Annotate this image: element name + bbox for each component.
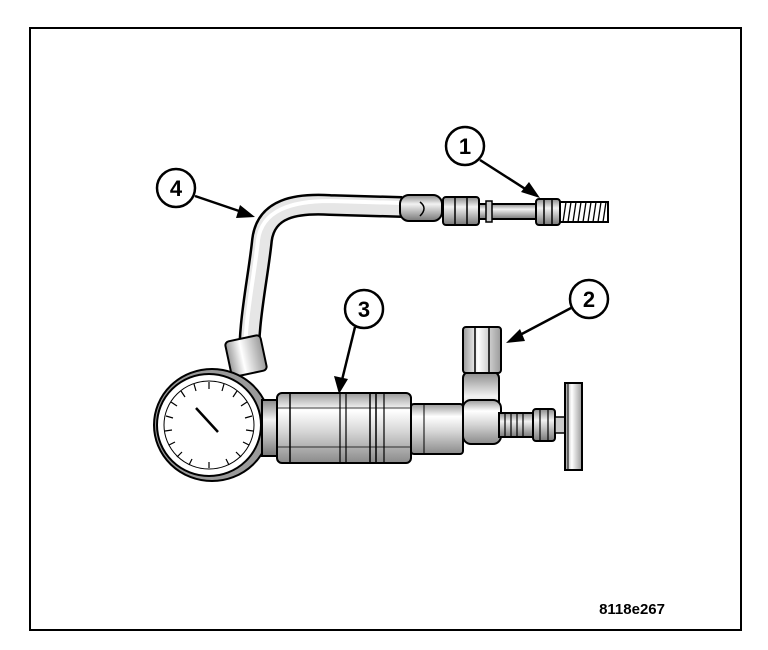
callout-label-2: 2 [583, 287, 595, 312]
callout-3: 3 [334, 288, 385, 394]
gauge-hose [224, 193, 538, 378]
callout-label-1: 1 [459, 134, 471, 159]
callout-2: 2 [506, 278, 610, 343]
callout-1: 1 [444, 125, 540, 198]
gauge-stem [261, 399, 279, 457]
gauge-tick-marks [164, 382, 254, 468]
adapter-body [276, 392, 464, 464]
figure-id: 8118e267 [599, 601, 665, 618]
valve-handle [564, 382, 583, 471]
figure-border [29, 27, 742, 631]
hose-crimp [399, 194, 443, 222]
callout-label-3: 3 [358, 297, 370, 322]
hose-hex-nut [442, 196, 480, 226]
callout-4: 4 [155, 167, 255, 218]
shutoff-valve [462, 326, 583, 471]
pressure-gauge [153, 368, 279, 482]
gauge-needle [195, 407, 219, 433]
hose-end-fitting [535, 198, 609, 226]
callout-label-4: 4 [170, 176, 183, 201]
hose-ferrule-lower [224, 334, 268, 378]
